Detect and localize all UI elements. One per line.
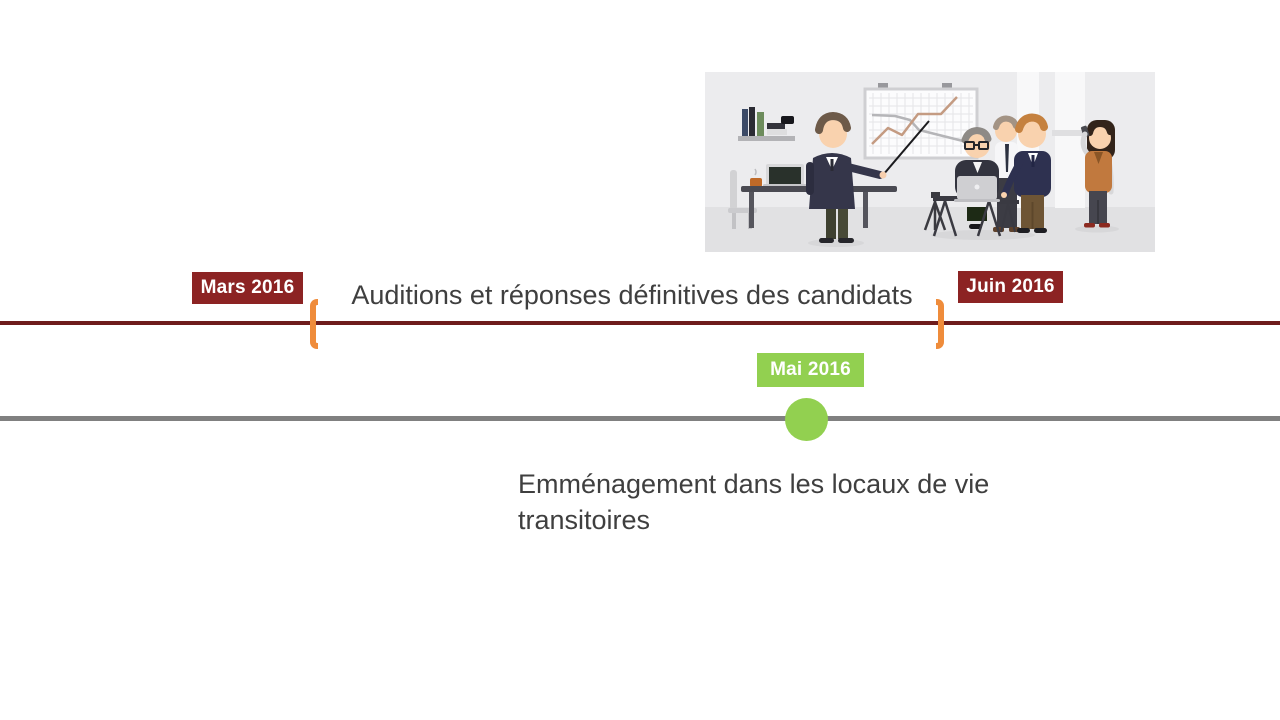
team-around-laptop-icon: [932, 113, 1051, 237]
milestone-juin-2016: Juin 2016: [958, 271, 1063, 303]
bookshelf-icon: [738, 107, 795, 141]
milestone-mars-2016: Mars 2016: [192, 272, 303, 304]
tripod-stand-icon: [923, 192, 947, 231]
milestone-mai-label: Mai 2016: [770, 359, 851, 380]
whiteboard-line-chart-icon: [863, 83, 979, 160]
office-presentation-illustration: [705, 72, 1155, 252]
milestone-mars-label: Mars 2016: [200, 277, 295, 298]
timeline-span-title: Auditions et réponses définitives des ca…: [351, 280, 913, 310]
desk-laptop-icon: [741, 164, 897, 228]
timeline-bottom-line: [0, 416, 1280, 421]
coffee-cup-icon: [750, 168, 762, 187]
timeline-top-line: [0, 321, 1280, 325]
milestone-marker-dot: [785, 398, 828, 441]
woman-on-phone-icon: [1080, 120, 1115, 228]
milestone-description: Emménagement dans les locaux de vie tran…: [518, 469, 990, 535]
milestone-mai-2016: Mai 2016: [757, 353, 864, 387]
close-bracket-icon: [936, 299, 944, 349]
presenter-with-pointer-icon: [806, 111, 930, 243]
milestone-juin-label: Juin 2016: [966, 276, 1055, 297]
open-bracket-icon: [310, 299, 318, 349]
